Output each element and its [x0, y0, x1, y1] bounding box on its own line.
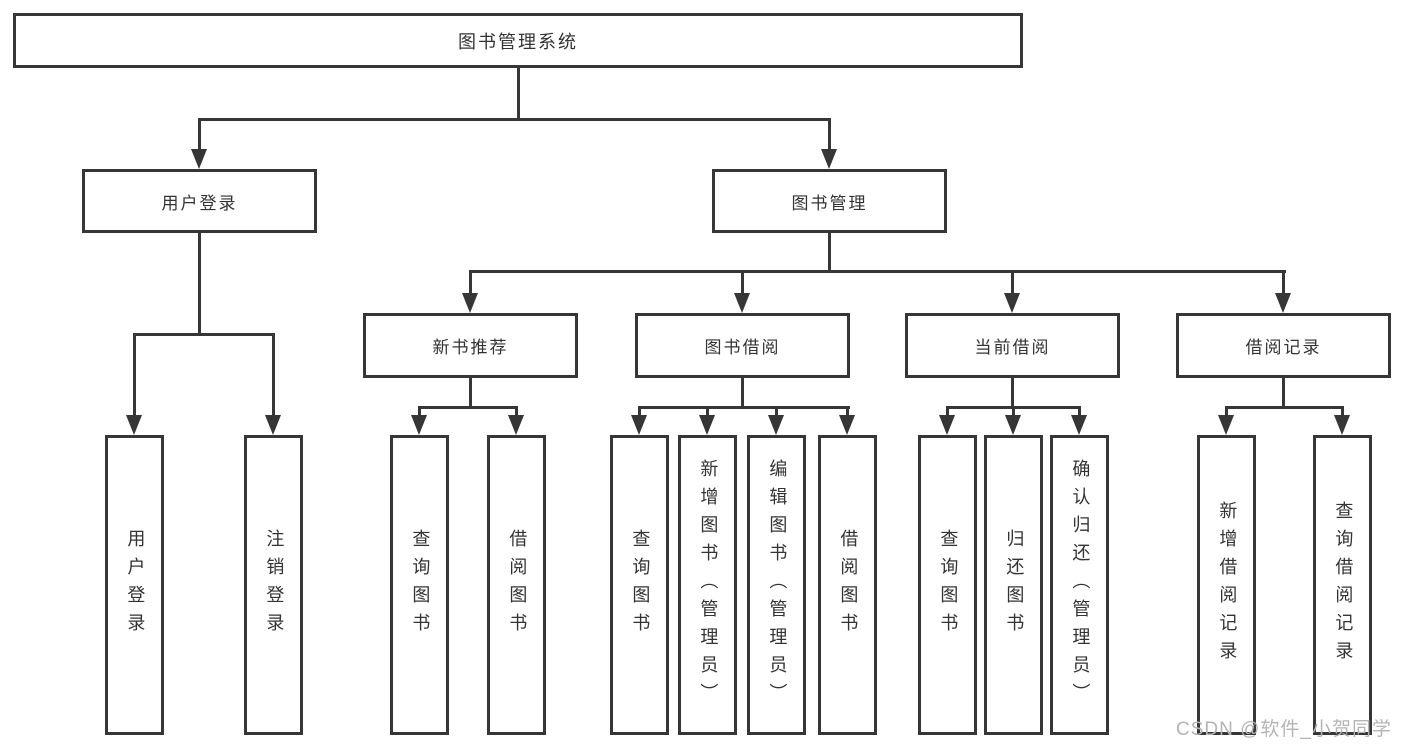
node-book-management-label: 图书管理: [791, 193, 868, 213]
leaf-borrow-books: 借阅图书: [818, 435, 877, 735]
node-user-login-label: 用户登录: [161, 193, 238, 213]
node-current-borrowing: 当前借阅: [905, 313, 1120, 378]
csdn-watermark: CSDN @软件_小贺同学: [1176, 719, 1392, 740]
connector-current-trunk: [1011, 378, 1014, 409]
connector-arrow-stem: [1078, 406, 1081, 421]
connector-userlogin-split: [133, 333, 275, 336]
arrow-down-icon: [1005, 415, 1021, 435]
arrow-down-icon: [699, 415, 715, 435]
connector-newbook-trunk: [469, 378, 472, 409]
leaf-query-books: 查询图书: [390, 435, 449, 735]
connector-arrow-stem: [1225, 406, 1228, 421]
leaf-edit-books-admin-label: 编辑图书（管理员）: [767, 459, 788, 711]
arrow-down-icon: [508, 415, 524, 435]
arrow-down-icon: [1071, 415, 1087, 435]
connector-arrow-stem: [775, 406, 778, 421]
node-root: 图书管理系统: [13, 13, 1023, 68]
leaf-confirm-return-admin: 确认归还（管理员）: [1050, 435, 1109, 735]
connector-arrow-stem: [706, 406, 709, 421]
leaf-user-login: 用户登录: [105, 435, 164, 735]
node-new-book-recommend-label: 新书推荐: [432, 338, 509, 357]
leaf-query-borrow-record: 查询借阅记录: [1313, 435, 1372, 735]
leaf-borrow-books-label: 借阅图书: [838, 529, 859, 641]
connector-arrow-stem: [515, 406, 518, 421]
node-user-login: 用户登录: [82, 169, 317, 233]
leaf-borrow-books-label: 借阅图书: [507, 529, 528, 641]
node-book-borrowing: 图书借阅: [635, 313, 850, 378]
connector-records-trunk: [1282, 378, 1285, 409]
connector-arrow-stem: [741, 270, 744, 298]
connector-arrow-stem: [469, 270, 472, 298]
leaf-borrow-books: 借阅图书: [487, 435, 546, 735]
arrow-down-icon: [1275, 293, 1291, 313]
arrow-down-icon: [1334, 415, 1350, 435]
leaf-add-borrow-record: 新增借阅记录: [1197, 435, 1256, 735]
arrow-down-icon: [1218, 415, 1234, 435]
node-current-borrowing-label: 当前借阅: [974, 338, 1051, 357]
connector-borrowing-split: [638, 406, 850, 409]
connector-newbook-split: [418, 406, 518, 409]
leaf-logout: 注销登录: [244, 435, 303, 735]
arrow-down-icon: [939, 415, 955, 435]
connector-arrow-stem: [1341, 406, 1344, 421]
leaf-query-borrow-record-label: 查询借阅记录: [1333, 501, 1354, 669]
arrow-down-icon: [839, 415, 855, 435]
leaf-query-books-label: 查询图书: [410, 529, 431, 641]
leaf-user-login-label: 用户登录: [125, 529, 146, 641]
node-new-book-recommend: 新书推荐: [363, 313, 578, 378]
node-borrow-records: 借阅记录: [1176, 313, 1391, 378]
arrow-down-icon: [734, 293, 750, 313]
connector-bookmgmt-split: [469, 270, 1286, 273]
connector-arrow-stem: [638, 406, 641, 421]
connector-root-split: [198, 118, 831, 121]
connector-bookmgmt-trunk: [828, 233, 831, 273]
connector-userlogin-trunk: [198, 233, 201, 336]
arrow-down-icon: [191, 149, 207, 169]
connector-arrow-stem: [272, 333, 275, 418]
leaf-confirm-return-admin-label: 确认归还（管理员）: [1070, 459, 1091, 711]
connector-root-trunk: [517, 68, 520, 121]
connector-borrowing-trunk: [741, 378, 744, 409]
arrow-down-icon: [1004, 293, 1020, 313]
arrow-down-icon: [265, 415, 281, 435]
leaf-query-books: 查询图书: [918, 435, 977, 735]
connector-records-split: [1225, 406, 1344, 409]
arrow-down-icon: [768, 415, 784, 435]
leaf-query-books: 查询图书: [610, 435, 669, 735]
node-borrow-records-label: 借阅记录: [1245, 338, 1322, 357]
leaf-add-borrow-record-label: 新增借阅记录: [1217, 501, 1238, 669]
arrow-down-icon: [821, 149, 837, 169]
leaf-query-books-label: 查询图书: [630, 529, 651, 641]
node-book-borrowing-label: 图书借阅: [704, 338, 781, 357]
leaf-logout-label: 注销登录: [264, 529, 285, 641]
leaf-edit-books-admin: 编辑图书（管理员）: [747, 435, 806, 735]
node-book-management: 图书管理: [712, 169, 947, 233]
arrow-down-icon: [462, 293, 478, 313]
arrow-down-icon: [411, 415, 427, 435]
leaf-return-books-label: 归还图书: [1004, 529, 1025, 641]
connector-arrow-stem: [828, 118, 831, 153]
leaf-return-books: 归还图书: [984, 435, 1043, 735]
connector-arrow-stem: [198, 118, 201, 153]
arrow-down-icon: [126, 415, 142, 435]
leaf-add-books-admin-label: 新增图书（管理员）: [698, 459, 719, 711]
connector-arrow-stem: [1012, 406, 1015, 421]
connector-arrow-stem: [1282, 270, 1285, 298]
leaf-query-books-label: 查询图书: [938, 529, 959, 641]
connector-arrow-stem: [846, 406, 849, 421]
arrow-down-icon: [631, 415, 647, 435]
node-root-label: 图书管理系统: [458, 31, 578, 52]
connector-arrow-stem: [946, 406, 949, 421]
connector-arrow-stem: [133, 333, 136, 418]
leaf-add-books-admin: 新增图书（管理员）: [678, 435, 737, 735]
connector-arrow-stem: [418, 406, 421, 421]
connector-arrow-stem: [1011, 270, 1014, 298]
